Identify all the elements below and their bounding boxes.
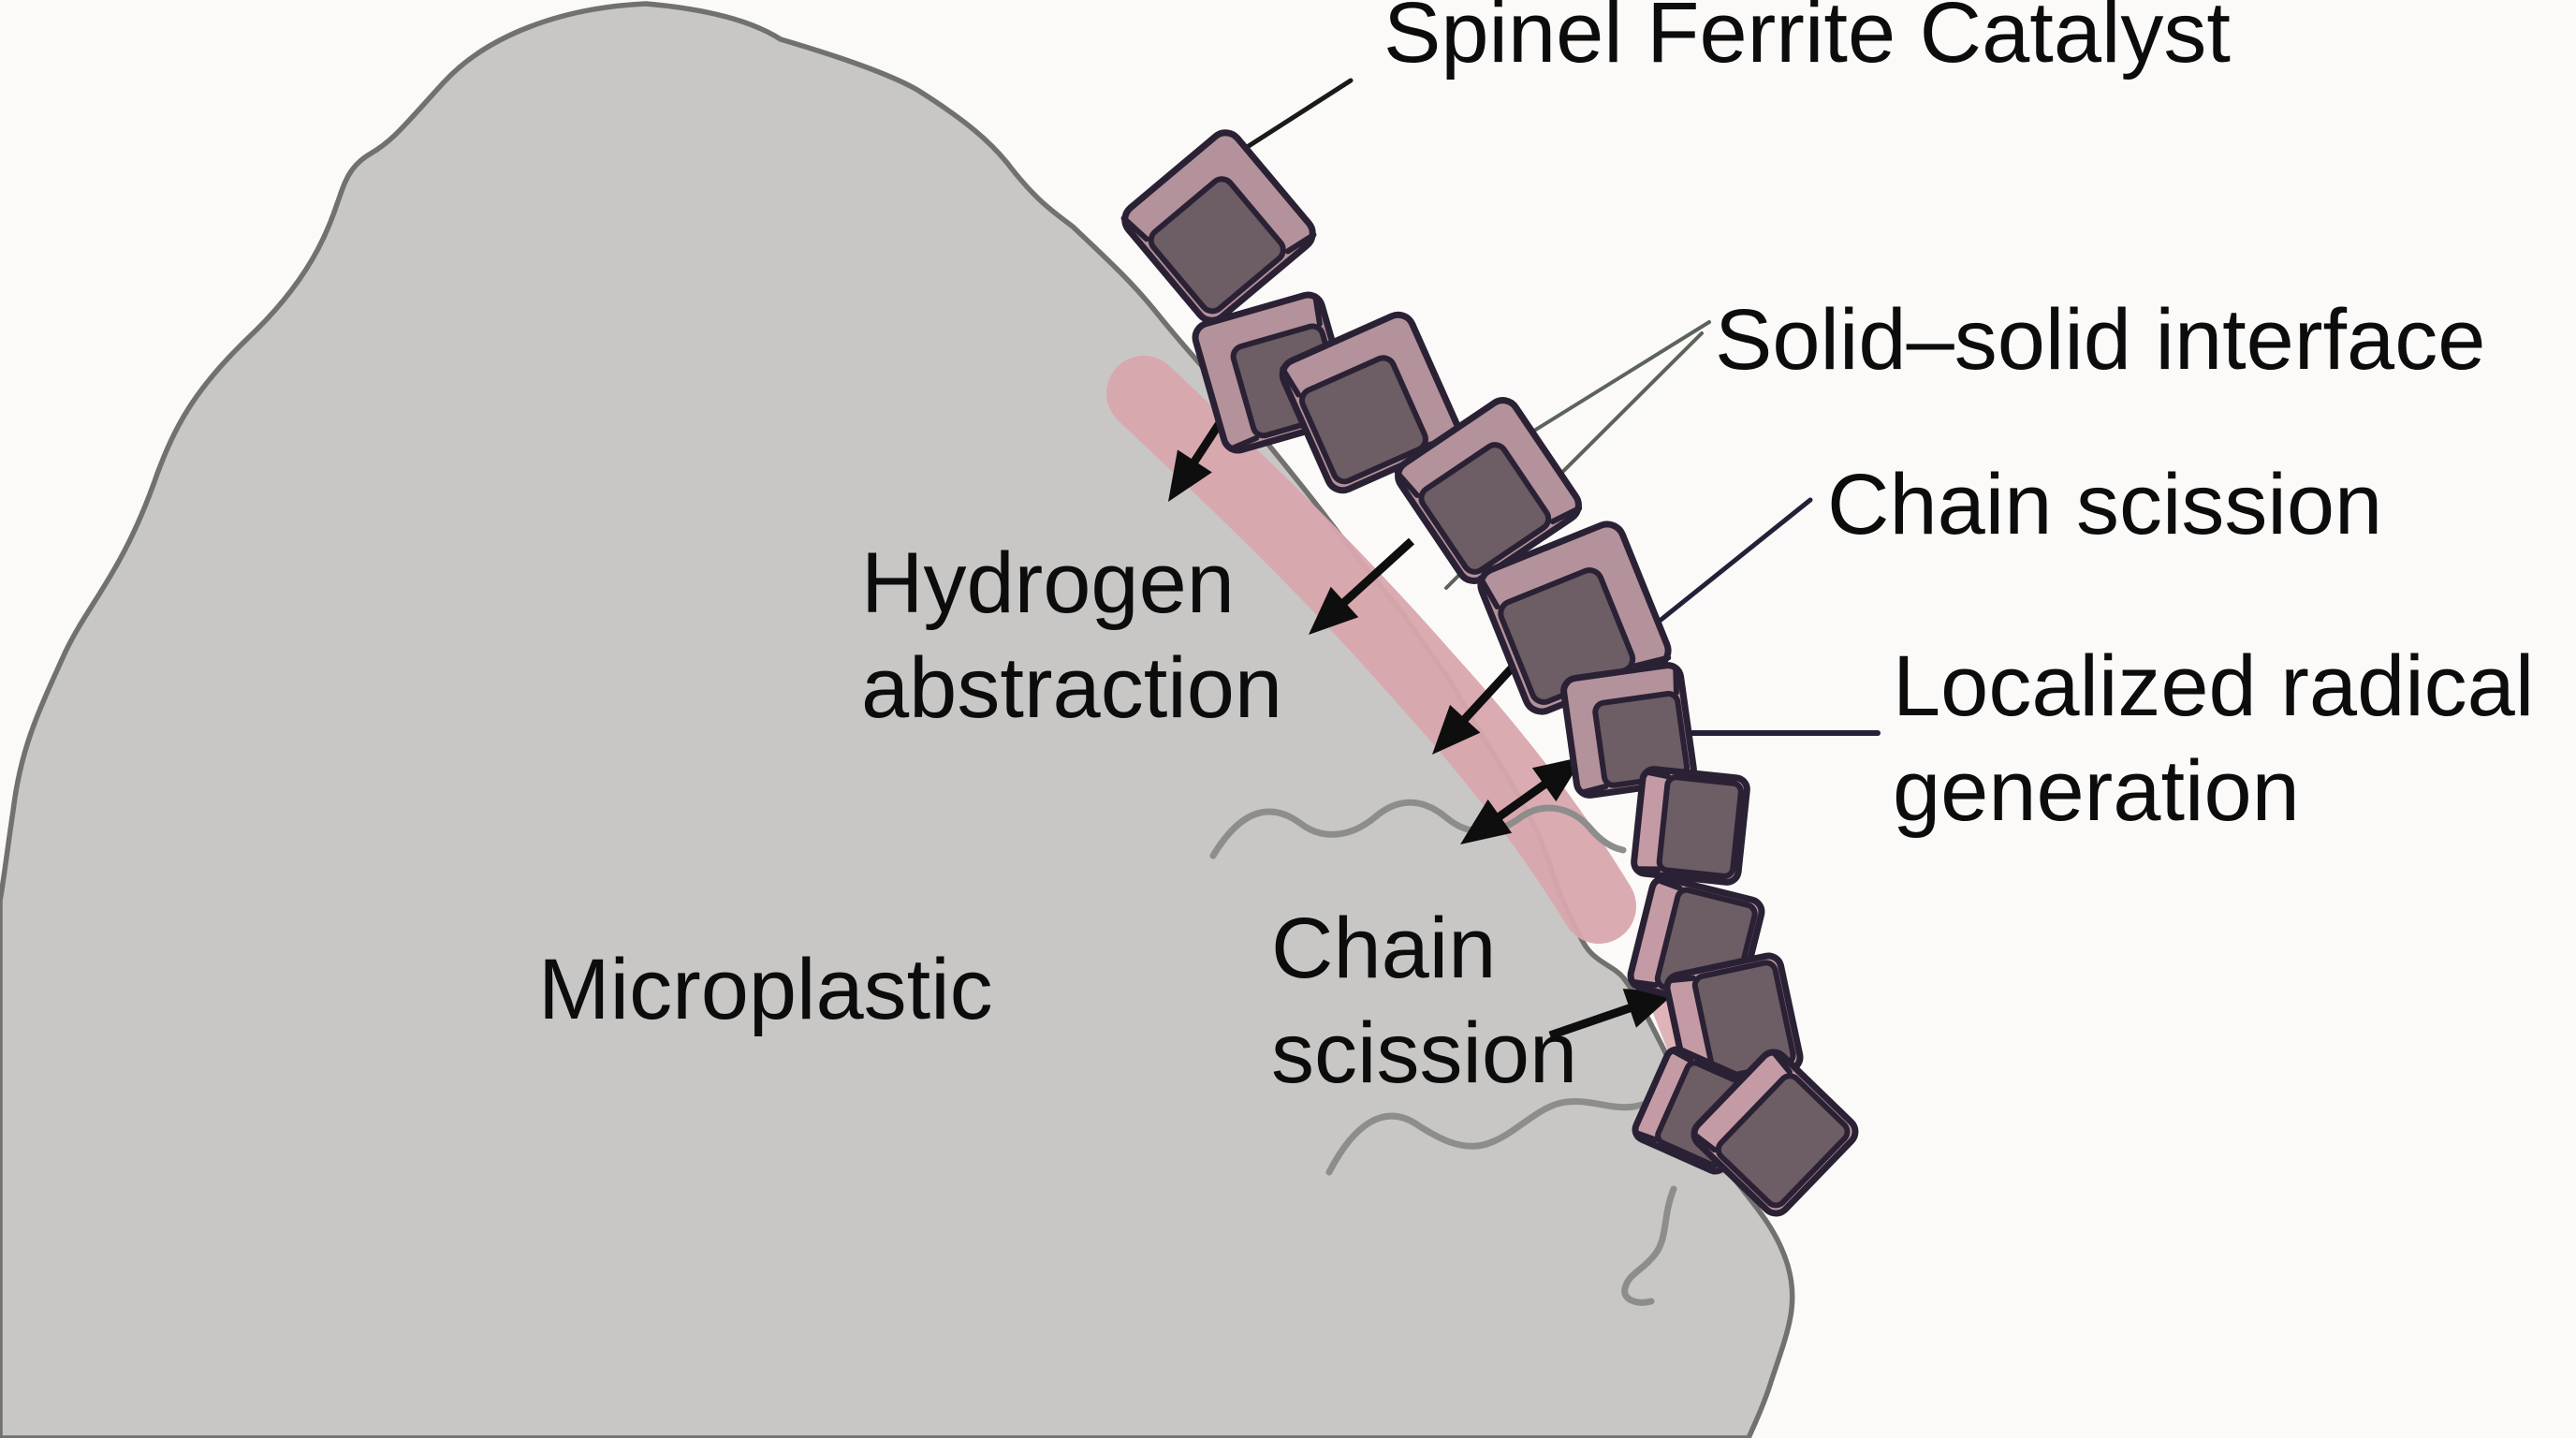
cube-edge xyxy=(1227,434,1260,452)
interface-double-arrow xyxy=(1460,756,1584,844)
cube-edge xyxy=(1673,665,1679,696)
cube-edge xyxy=(1633,654,1672,669)
polymer-chain-1 xyxy=(1209,799,1627,859)
cube-dark-face xyxy=(1715,1073,1851,1209)
arrow-shaft xyxy=(1548,999,1646,1040)
cube-dark-face xyxy=(1299,355,1428,485)
label-localized-radical-line2: generation xyxy=(1893,743,2300,839)
catalyst-cube-3 xyxy=(1279,311,1462,494)
arrowhead-icon xyxy=(1531,756,1584,802)
solid-solid-interface-band xyxy=(1106,356,1636,944)
cube-edge xyxy=(1630,978,1659,989)
cube-edge xyxy=(1549,505,1583,525)
hydrogen-arrow-2 xyxy=(1309,537,1415,635)
interface-leader-1 xyxy=(1505,320,1711,449)
polymer-chain-squiggles xyxy=(1209,799,1709,1306)
label-chain-scission-upper: Chain scission xyxy=(1827,457,2382,552)
cube-edge xyxy=(1644,769,1672,780)
arrow-shaft xyxy=(1330,537,1415,615)
label-solid-solid-interface: Solid–solid interface xyxy=(1715,292,2485,388)
catalyst-cubes xyxy=(1120,129,1859,1217)
label-spinel-ferrite-catalyst: Spinel Ferrite Catalyst xyxy=(1383,0,2231,81)
spinel-leader xyxy=(1236,78,1354,155)
label-hydrogen-abstraction-line1: Hydrogen xyxy=(861,536,1235,631)
cube-edge xyxy=(1666,975,1696,984)
chain-scission-arrow xyxy=(1548,989,1676,1040)
label-chain-scission-lower-line1: Chain xyxy=(1271,901,1496,996)
label-hydrogen-abstraction-line2: abstraction xyxy=(861,640,1282,736)
cube-dark-face xyxy=(1418,442,1552,575)
cube-edge xyxy=(1284,231,1317,255)
label-microplastic: Microplastic xyxy=(538,942,993,1037)
polymer-chain-3 xyxy=(1621,1185,1677,1306)
label-chain-scission-lower-line2: scission xyxy=(1271,1005,1577,1101)
cube-dark-face xyxy=(1148,176,1286,315)
label-localized-radical-line1: Localized radical xyxy=(1893,638,2534,734)
cube-edge xyxy=(1578,784,1609,796)
cube-edge xyxy=(1633,1130,1659,1143)
cube-edge xyxy=(1312,293,1323,327)
arrow-shaft xyxy=(1452,657,1522,733)
cube-edge xyxy=(1120,215,1149,242)
arrowhead-icon xyxy=(1309,586,1359,635)
cube-edge xyxy=(1670,1048,1694,1064)
cube-edge xyxy=(1477,575,1500,609)
catalyst-cube-5 xyxy=(1477,521,1672,715)
cube-edge xyxy=(1394,470,1420,498)
cube-edge xyxy=(1770,1049,1793,1075)
catalyst-cube-1 xyxy=(1120,129,1317,324)
catalyst-cube-11 xyxy=(1690,1049,1859,1217)
cube-edge xyxy=(1690,1131,1718,1153)
cube-edge xyxy=(1280,366,1302,398)
catalyst-cube-4 xyxy=(1394,397,1583,584)
polymer-chain-2 xyxy=(1325,1082,1709,1176)
arrowhead-icon xyxy=(1168,449,1212,502)
cube-dark-face xyxy=(1656,774,1744,879)
catalyst-cube-6 xyxy=(1560,662,1697,799)
cube-edge xyxy=(1633,866,1661,873)
arrowhead-icon xyxy=(1622,989,1676,1028)
catalyst-cube-7 xyxy=(1631,766,1750,886)
arrowhead-icon xyxy=(1460,799,1513,844)
abstraction-arrow-3 xyxy=(1432,657,1522,755)
cube-edge xyxy=(1655,877,1683,891)
arrowhead-icon xyxy=(1432,704,1481,755)
